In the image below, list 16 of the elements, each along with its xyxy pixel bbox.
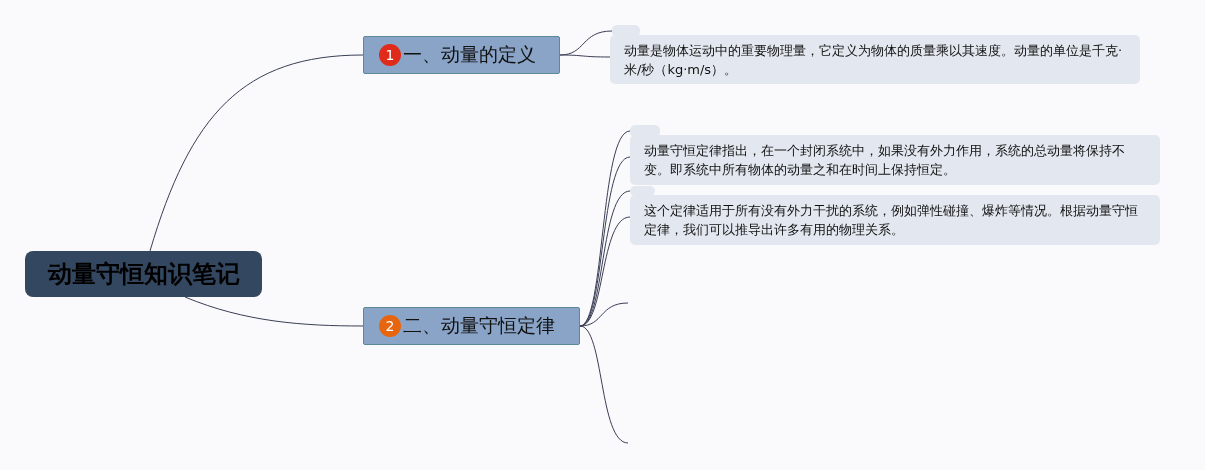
note-box: 这个定律适用于所有没有外力干扰的系统，例如弹性碰撞、爆炸等情况。根据动量守恒定律，我们可以推导出许多有用的物理关系。 <box>630 195 1160 245</box>
connector <box>184 296 364 327</box>
connector <box>559 54 611 58</box>
note-tab <box>630 186 655 196</box>
topic-box <box>363 36 560 74</box>
note-box: 动量是物体运动中的重要物理量，它定义为物体的质量乘以其速度。动量的单位是千克·米/秒（kg·m/s）。 <box>610 35 1140 84</box>
number-badge: 1 <box>379 44 401 66</box>
topic-title: 一、动量的定义 <box>403 42 536 67</box>
note-box: 动量守恒定律指出，在一个封闭系统中，如果没有外力作用，系统的总动量将保持不变。即系统中所有物体的动量之和在时间上保持恒定。 <box>630 135 1160 185</box>
topic-title: 二、动量守恒定律 <box>403 313 555 338</box>
connector <box>149 54 364 252</box>
number-badge: 2 <box>379 315 401 337</box>
connector <box>579 325 629 444</box>
topic-box <box>363 307 580 345</box>
central-topic: 动量守恒知识笔记 <box>25 251 262 297</box>
connector <box>579 302 629 327</box>
